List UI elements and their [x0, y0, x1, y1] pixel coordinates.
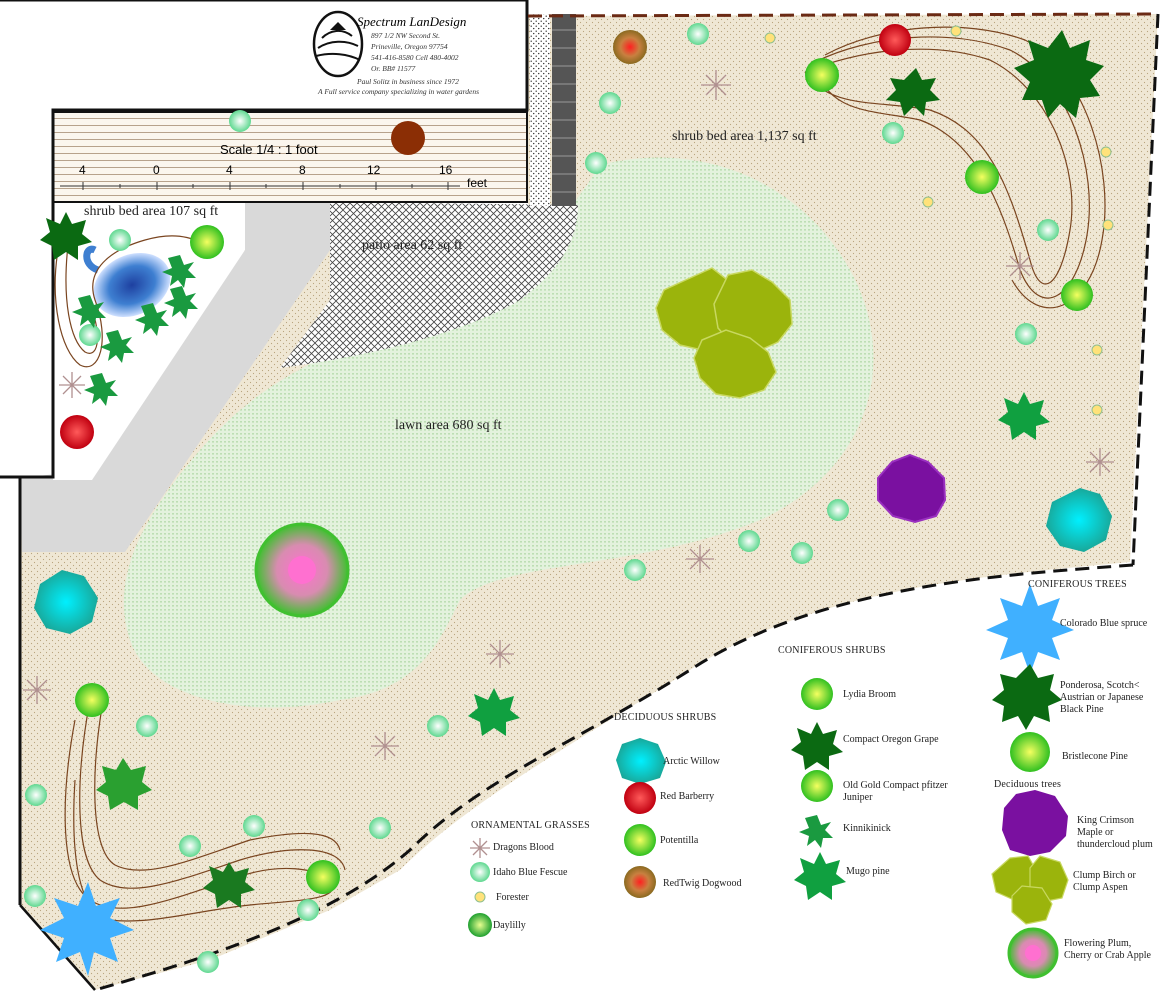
forester-grasses: [764, 25, 1114, 416]
legend-item-old-gold-juniper: Old Gold Compact pfitzer Juniper: [843, 780, 948, 803]
stepping-strip: [552, 14, 576, 206]
company-phone: 541-416-8580 Cell 480-4002: [371, 53, 459, 62]
company-name: Spectrum LanDesign: [357, 14, 467, 29]
property-line-front: [94, 563, 1134, 992]
legend-item-daylilly: Daylilly: [493, 920, 526, 931]
legend-item-kinnikinick: Kinnikinick: [843, 823, 891, 834]
scale-tick: 0: [153, 163, 160, 177]
red-barberry-2: [60, 415, 94, 449]
deck: [52, 111, 528, 203]
ponderosa-pine: [1014, 30, 1104, 118]
legend-icons: [468, 584, 1074, 979]
legend-title-grasses: ORNAMENTAL GRASSES: [471, 820, 590, 831]
company-tagline: A Full service company specializing in w…: [318, 87, 480, 96]
company-owner: Paul Solitz in business since 1972: [357, 77, 459, 86]
grass-clumps: [24, 23, 1059, 973]
company-logo: [312, 10, 364, 78]
area-label-shrub-bed-small: shrub bed area 107 sq ft: [84, 204, 219, 219]
area-label-patio: patio area 62 sq ft: [362, 238, 463, 253]
pond-stream: [83, 245, 100, 274]
company-license: Or. BB# 11577: [371, 64, 416, 73]
scale-tick: 8: [299, 163, 306, 177]
legend-item-forester: Forester: [496, 892, 529, 903]
kinnikinick-plants: [72, 255, 198, 406]
redtwig-dogwood-1: [613, 30, 647, 64]
legend-title-coniferous-trees: CONIFEROUS TREES: [1028, 579, 1127, 590]
legend-item-dragons-blood: Dragons Blood: [493, 842, 554, 853]
scale-title: Scale 1/4 : 1 foot: [220, 142, 318, 157]
scale-unit: feet: [467, 176, 488, 190]
scattered-shrubs: [40, 58, 1093, 908]
legend-item-redtwig-dogwood: RedTwig Dogwood: [663, 878, 742, 889]
legend-item-potentilla: Potentilla: [660, 835, 699, 846]
legend-item-idaho-blue-fescue: Idaho Blue Fescue: [493, 867, 568, 878]
king-crimson-maple: [877, 453, 947, 524]
colorado-blue-spruce-yard: [40, 882, 134, 976]
legend-item-compact-oregon-grape: Compact Oregon Grape: [843, 734, 939, 745]
scale-tick: 4: [226, 163, 233, 177]
legend-title-coniferous-shrubs: CONIFEROUS SHRUBS: [778, 645, 886, 656]
legend-item-lydia-broom: Lydia Broom: [843, 689, 897, 700]
scale-tick: 4: [79, 163, 86, 177]
company-address: 897 1/2 NW Second St.: [371, 31, 440, 40]
flowering-plum-lawn: [254, 522, 350, 618]
legend-item-mugo-pine: Mugo pine: [846, 866, 890, 877]
compact-oregon-grape-1: [886, 68, 940, 116]
scale-bar: [60, 182, 460, 190]
red-barberry-1: [879, 24, 911, 56]
legend-title-deciduous-trees: Deciduous trees: [994, 779, 1062, 790]
house-outline: [0, 0, 529, 905]
legend-item-red-barberry: Red Barberry: [660, 791, 715, 802]
legend-item-king-crimson-maple: King Crimson Maple or thundercloud plum: [1077, 815, 1153, 850]
deck-tree-icon: [391, 121, 425, 155]
arctic-willow-1: [1046, 488, 1112, 552]
legend-item-clump-birch: Clump Birch or Clump Aspen: [1073, 870, 1136, 893]
entry-bed: [53, 200, 245, 480]
arctic-willow-2: [34, 570, 98, 634]
legend-item-arctic-willow: Arctic Willow: [663, 756, 720, 767]
clump-birch-trees: [655, 267, 793, 399]
area-label-lawn: lawn area 680 sq ft: [395, 418, 502, 433]
scale-tick: 16: [439, 163, 453, 177]
area-label-shrub-bed-large: shrub bed area 1,137 sq ft: [672, 129, 817, 144]
legend-item-flowering-plum: Flowering Plum, Cherry or Crab Apple: [1064, 938, 1151, 961]
patio: [280, 202, 578, 368]
legend-title-deciduous-shrubs: DECIDUOUS SHRUBS: [614, 712, 717, 723]
scale-tick: 12: [367, 163, 381, 177]
legend-item-ponderosa-pine: Ponderosa, Scotch< Austrian or Japanese …: [1060, 680, 1144, 715]
pond: [93, 252, 171, 318]
gravel-strip: [530, 14, 550, 206]
legend-item-colorado-blue-spruce: Colorado Blue spruce: [1060, 618, 1148, 629]
property-line-right: [1131, 13, 1160, 566]
company-city: Prineville, Oregon 97754: [371, 42, 448, 51]
legend-item-bristlecone-pine: Bristlecone Pine: [1062, 751, 1128, 762]
property-line-top: [527, 12, 1159, 18]
dragons-blood-grasses: [23, 70, 1114, 760]
